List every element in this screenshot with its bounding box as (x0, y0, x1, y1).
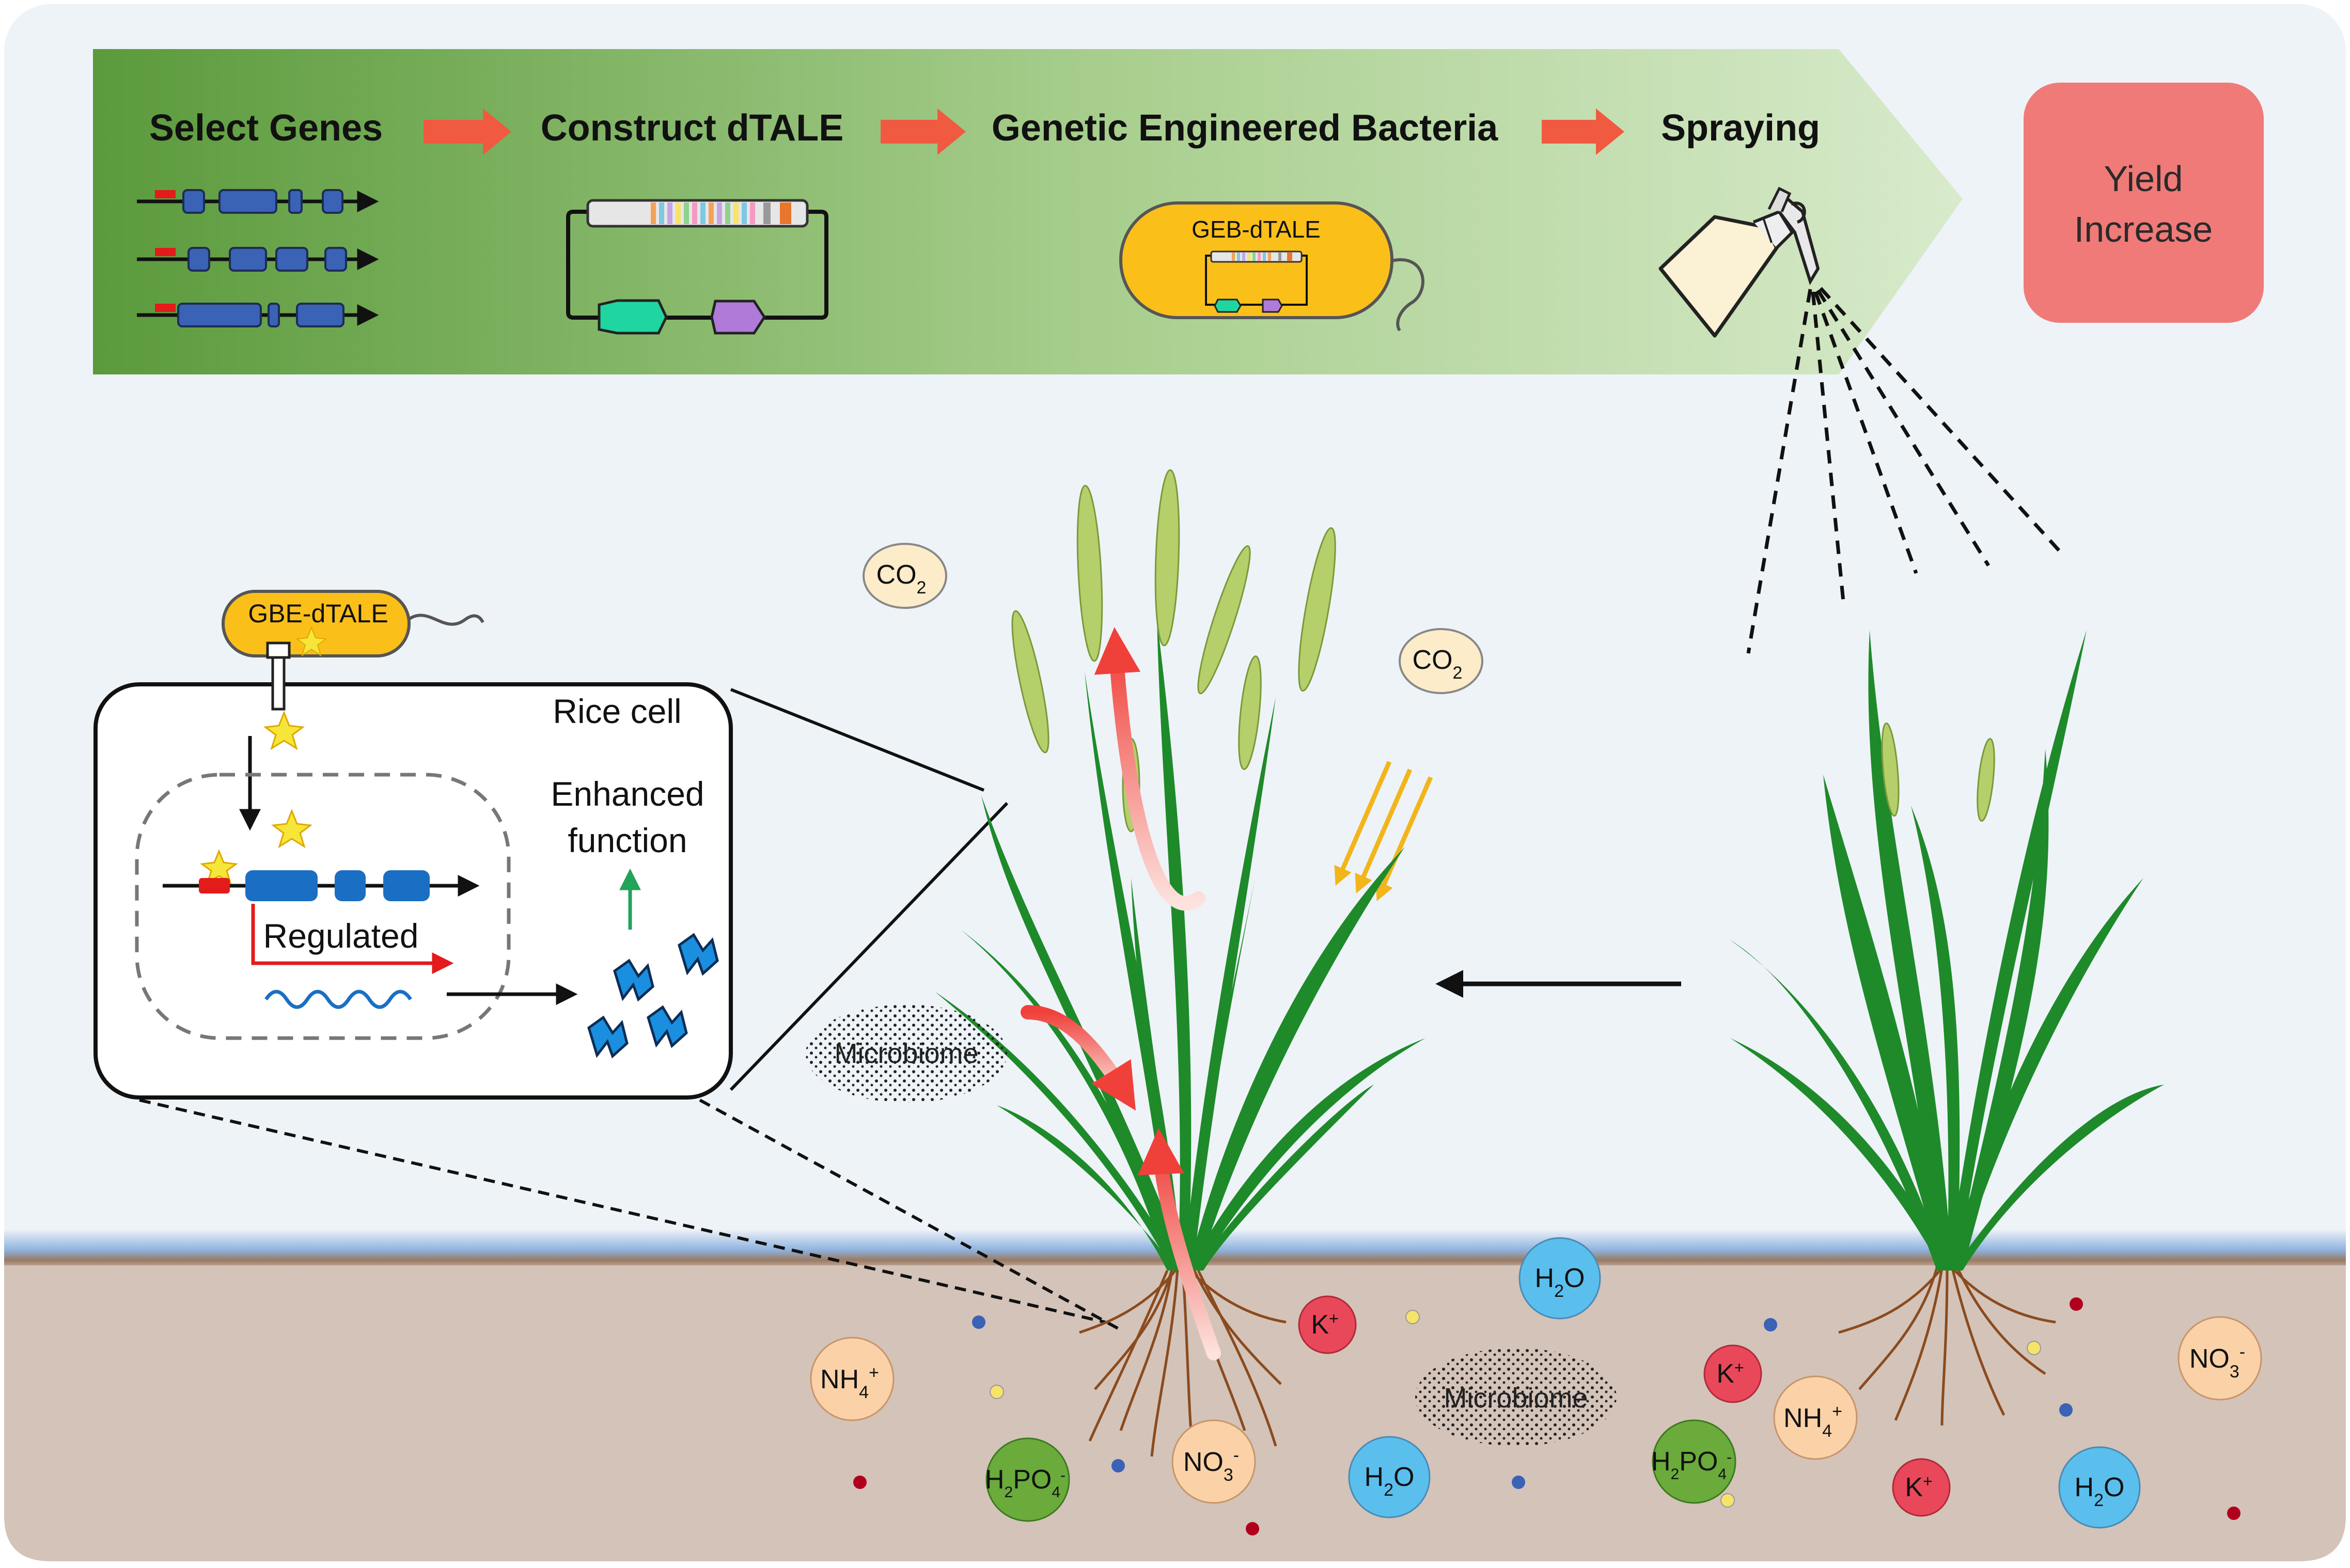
co2-sub: 2 (917, 578, 927, 598)
yield-line-1: Yield (2104, 159, 2183, 199)
step-label-select-genes: Select Genes (149, 107, 383, 149)
treated-rice-plant (935, 469, 1425, 1457)
step-arrow-1 (424, 108, 511, 155)
yield-increase-box: Yield Increase (2024, 83, 2264, 323)
co2-bubble-1: CO2 (863, 543, 947, 609)
h2o-molecule-2: H2O (1348, 1436, 1431, 1518)
svg-text:CO2: CO2 (876, 560, 927, 598)
svg-text:K+: K+ (1716, 1358, 1744, 1389)
h2po4-ion-1: H2PO4- (985, 1437, 1070, 1522)
microbiome-soil: Microbiome (1415, 1348, 1617, 1446)
effector-stars (200, 710, 312, 885)
h2o-molecule-1: H2O (1518, 1237, 1601, 1320)
svg-text:H2PO4-: H2PO4- (985, 1465, 1066, 1501)
rice-cell-inset: Rice cell GBE-dTALE Regulated Enh (93, 590, 1122, 1331)
nh4-ion-1: NH4+ (810, 1337, 895, 1421)
svg-text:K+: K+ (1311, 1309, 1338, 1340)
soil-particles (853, 1297, 2241, 1535)
step-select-genes: Select Genes (137, 107, 383, 327)
untreated-plant-leaves (1730, 630, 2164, 1271)
untreated-plant-roots (1838, 1267, 2056, 1426)
k-ion-3: K+ (1892, 1458, 1951, 1517)
no3-ion-1: NO3- (1171, 1419, 1256, 1504)
zoom-line-lower (729, 802, 1009, 1091)
protein-icons (587, 933, 719, 1059)
svg-text:NO3-: NO3- (1183, 1446, 1239, 1485)
enhanced-line-2: function (568, 821, 687, 859)
untreated-plant-panicles (1881, 722, 1995, 822)
spray-bottle-icon (1658, 186, 1820, 338)
pipeline-banner (93, 49, 1963, 374)
treated-plant-panicles (1011, 469, 1336, 833)
sunlight-arrows (1334, 761, 1433, 901)
microbiome-label-soil: Microbiome (1444, 1383, 1588, 1414)
gbe-dtale-bacterium: GBE-dTALE (222, 590, 484, 711)
zoom-dash-left (139, 1099, 1106, 1324)
step-arrow-2 (881, 108, 966, 155)
step-label-construct-dtale: Construct dTALE (541, 107, 844, 149)
step-spraying: Spraying (1658, 107, 2065, 654)
step-arrow-3 (1542, 108, 1624, 155)
k-ion-2: K+ (1703, 1344, 1762, 1403)
gbe-dtale-label: GBE-dTALE (248, 599, 388, 628)
svg-text:H2O: H2O (1365, 1462, 1415, 1500)
soil-layer (4, 1265, 2346, 1561)
svg-text:H2PO4-: H2PO4- (1651, 1447, 1732, 1483)
zoom-line-upper (730, 688, 985, 792)
h2o-molecule-3: H2O (2058, 1446, 2141, 1529)
regulated-label: Regulated (263, 917, 419, 955)
yield-line-2: Increase (2074, 209, 2213, 249)
svg-text:NH4+: NH4+ (820, 1363, 879, 1402)
regulated-arrow (251, 904, 454, 974)
sky-background (4, 4, 2346, 1561)
zoom-dash-right (699, 1099, 1122, 1331)
svg-text:H2O: H2O (1535, 1263, 1585, 1301)
mrna-transcript (264, 990, 412, 1009)
target-gene-model (163, 870, 480, 901)
co2-text: CO (876, 560, 917, 590)
step-construct-dtale: Construct dTALE (541, 107, 844, 335)
enhanced-line-1: Enhanced (551, 775, 704, 813)
nucleus-boundary (135, 773, 511, 1040)
co2-bubble-2: CO2 (1399, 628, 1483, 694)
co2-sub: 2 (1453, 663, 1463, 683)
microbiome-label-leaf: Microbiome (834, 1038, 978, 1069)
gene-model-icons (137, 189, 379, 327)
svg-text:CO2: CO2 (1413, 645, 1463, 683)
step-genetic-engineered-bacteria: Genetic Engineered Bacteria GEB-dTALE (992, 107, 1498, 332)
svg-text:NO3-: NO3- (2189, 1342, 2245, 1382)
h2po4-ion-2: H2PO4- (1651, 1419, 1736, 1504)
geb-dtale-label: GEB-dTALE (1192, 216, 1321, 243)
spray-mist-lines (1746, 287, 2065, 654)
co2-text: CO (1413, 645, 1453, 675)
treated-plant-roots (1079, 1267, 1287, 1457)
nh4-ion-2: NH4+ (1773, 1375, 1858, 1460)
untreated-rice-plant (1730, 630, 2164, 1426)
svg-text:K+: K+ (1905, 1472, 1932, 1502)
svg-text:H2O: H2O (2075, 1472, 2125, 1510)
k-ion-1: K+ (1298, 1295, 1357, 1354)
transport-flow-arrows (1021, 627, 1221, 1360)
no3-ion-2: NO3- (2177, 1316, 2262, 1401)
rice-cell-title: Rice cell (553, 692, 681, 730)
step-label-genetic-engineered-bacteria: Genetic Engineered Bacteria (992, 107, 1498, 149)
plasmid-icon (566, 199, 828, 335)
svg-text:NH4+: NH4+ (1783, 1402, 1842, 1441)
step-label-spraying: Spraying (1661, 107, 1820, 149)
microbiome-leaf: Microbiome (806, 1005, 1007, 1103)
geb-dtale-bacterium-icon: GEB-dTALE (1119, 201, 1424, 332)
